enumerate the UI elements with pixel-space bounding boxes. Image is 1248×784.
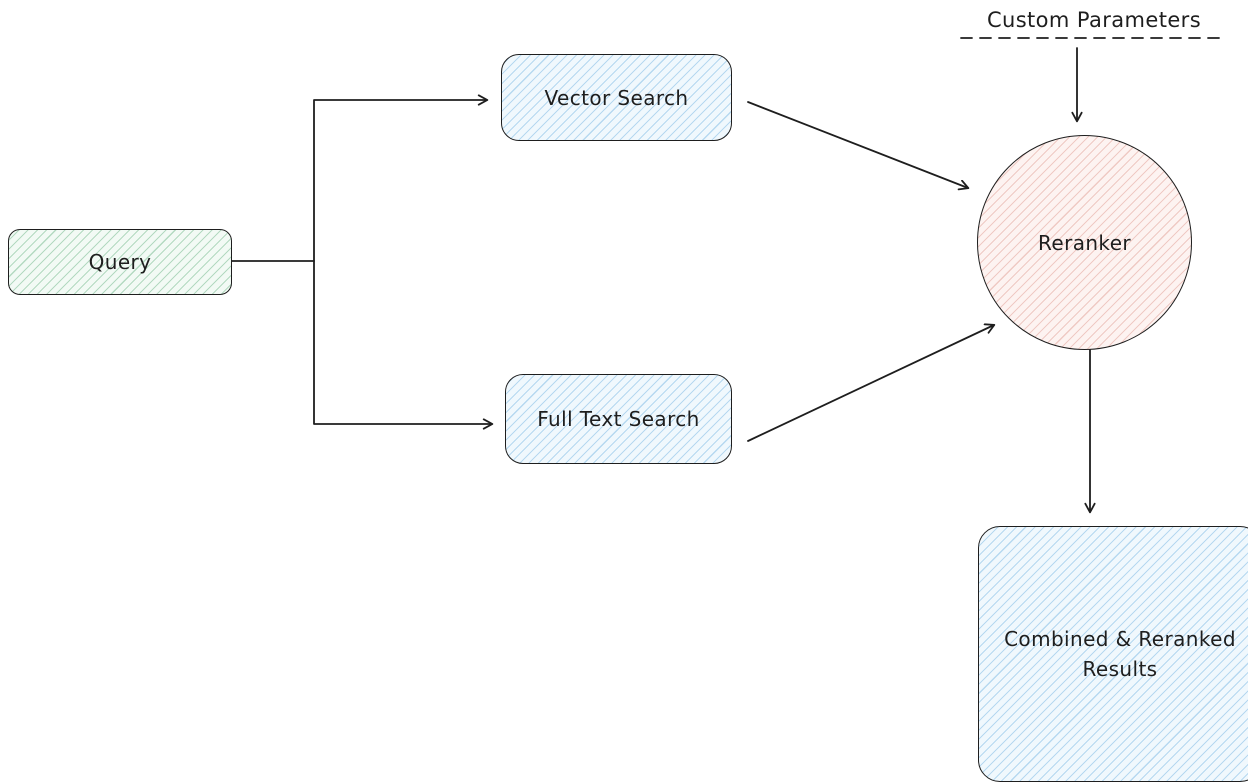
node-combined-results-label: Combined & Reranked Results bbox=[1004, 627, 1236, 681]
edge-vector-search-to-reranker bbox=[747, 101, 968, 188]
node-combined-results: Combined & Reranked Results bbox=[978, 526, 1248, 782]
node-reranker-label: Reranker bbox=[1037, 230, 1132, 255]
node-vector-search: Vector Search bbox=[501, 54, 732, 141]
custom-parameters-title: Custom Parameters bbox=[986, 8, 1202, 32]
node-vector-search-label: Vector Search bbox=[544, 85, 689, 110]
node-full-text-search-label: Full Text Search bbox=[537, 407, 700, 431]
node-reranker: Reranker bbox=[977, 135, 1192, 350]
node-query: Query bbox=[8, 229, 232, 295]
node-full-text-search: Full Text Search bbox=[505, 374, 732, 464]
node-query-label: Query bbox=[88, 250, 152, 274]
edge-query-to-vector-search bbox=[313, 100, 487, 262]
edge-full-text-search-to-reranker bbox=[747, 325, 994, 442]
edge-query-to-full-text-search bbox=[313, 260, 492, 424]
